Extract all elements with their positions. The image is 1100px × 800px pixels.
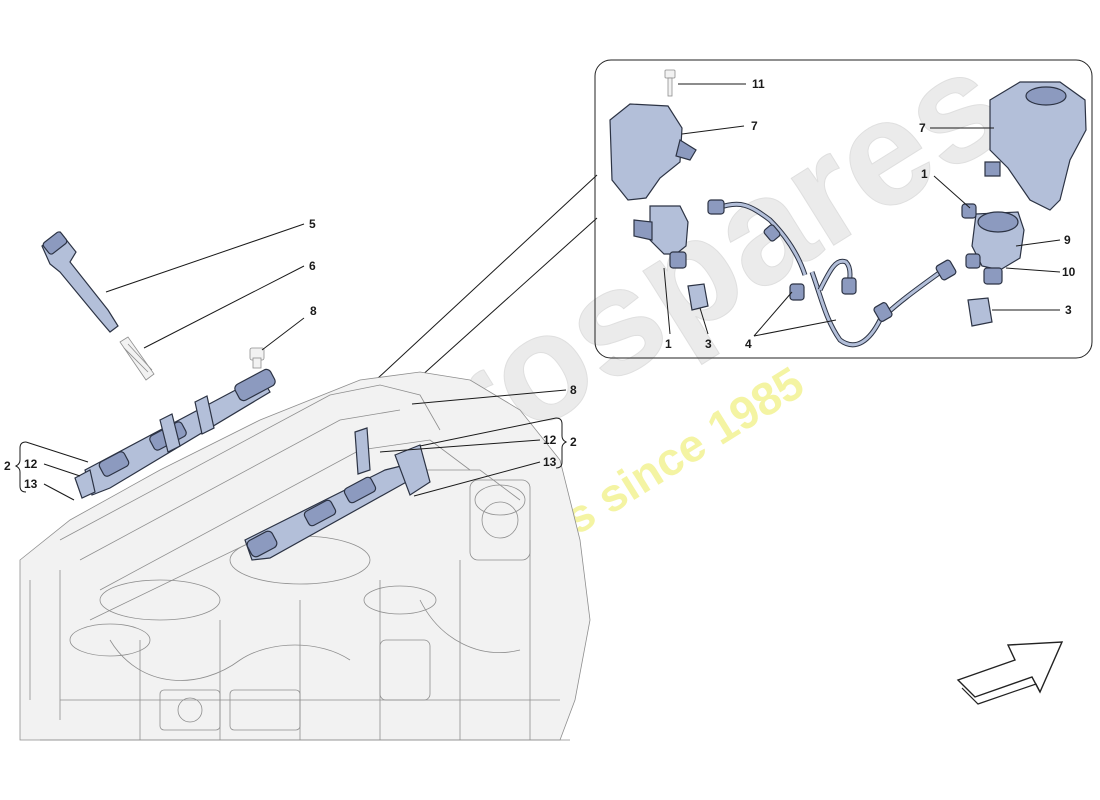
callout-13-left: 13 [24,477,38,491]
callout-13-right: 13 [543,455,557,469]
callout-6: 6 [309,259,316,273]
inset-parts [609,69,1087,348]
callout-11: 11 [752,77,765,91]
callout-2-left: 2 [4,459,11,473]
spark-plug [119,336,155,381]
callout-8-mid: 8 [570,383,577,397]
orientation-arrow-icon [956,641,1064,705]
callout-7-left: 7 [751,119,758,133]
bolt-part [249,347,265,369]
callout-3-bottom: 3 [705,337,712,351]
main-callouts: 5 6 8 8 2 12 13 2 12 13 [4,217,577,501]
callout-1-right: 1 [921,167,928,181]
inset-border [594,59,1093,359]
callout-7-right: 7 [919,121,926,135]
callout-1-bottom: 1 [665,337,672,351]
callout-5: 5 [309,217,316,231]
fuel-rail-left [74,368,276,499]
callout-12-left: 12 [24,457,38,471]
callout-3-right: 3 [1065,303,1072,317]
inset-callouts: 11 7 7 1 9 10 3 1 3 4 [663,77,1076,351]
fuel-rail-right [244,427,431,561]
callout-4: 4 [745,337,752,351]
callout-9: 9 [1064,233,1071,247]
callout-2-right: 2 [570,435,577,449]
callout-12-right: 12 [543,433,557,447]
callout-10: 10 [1062,265,1076,279]
ignition-coil [41,231,119,333]
engine-illustration [19,371,591,741]
callout-8-top: 8 [310,304,317,318]
